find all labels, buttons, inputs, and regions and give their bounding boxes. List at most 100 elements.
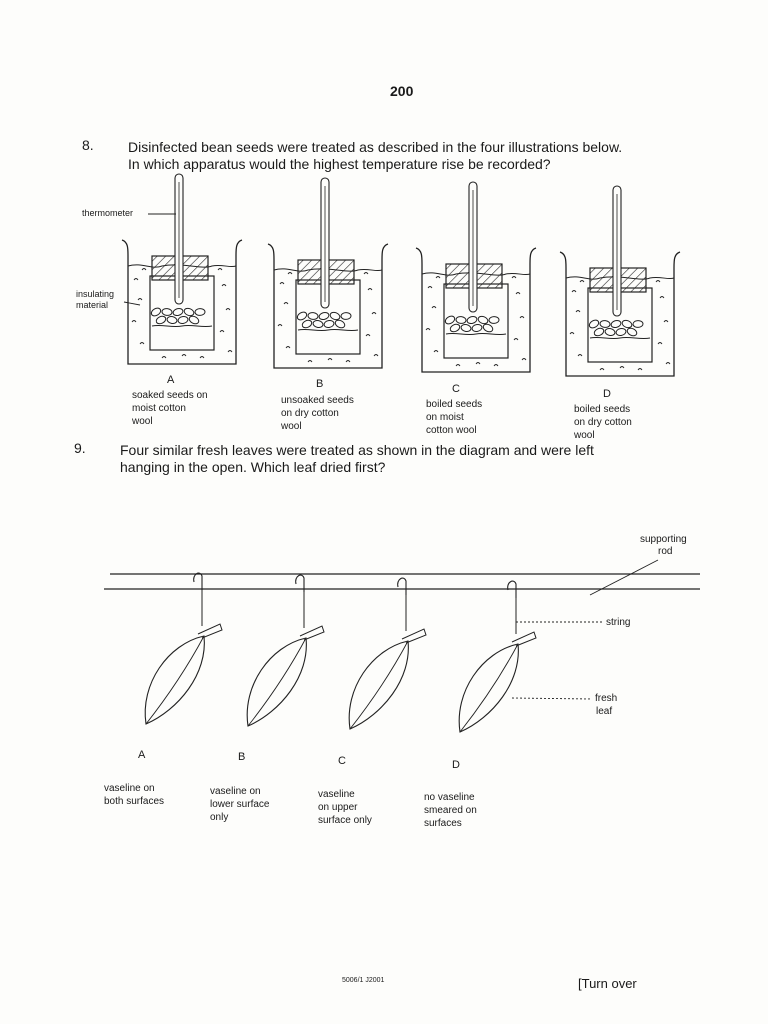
insulation-speck — [432, 307, 436, 309]
q8-option-b-caption: unsoaked seeds on dry cotton wool — [281, 394, 354, 433]
paper-code: 5006/1 J2001 — [342, 977, 384, 984]
page-number: 200 — [390, 83, 413, 99]
insulation-speck — [578, 355, 582, 357]
leaf-midrib — [248, 638, 306, 726]
bean-seed — [482, 323, 494, 333]
q9-option-b-caption: vaseline on lower surface only — [210, 785, 269, 824]
insulation-speck — [436, 277, 440, 279]
leaf-stalk — [512, 632, 536, 646]
caption-line: wool — [132, 415, 208, 428]
caption-line: soaked seeds on — [132, 389, 208, 402]
insulation-speck — [278, 325, 282, 327]
caption-line: cotton wool — [426, 424, 482, 437]
insulation-speck — [308, 361, 312, 363]
bean-seed — [195, 308, 205, 315]
q8-option-a-letter: A — [167, 374, 174, 386]
cotton-wool — [590, 337, 650, 338]
hook — [398, 578, 406, 595]
fresh-leaf-label-line-2: leaf — [596, 706, 612, 718]
q8-option-d-letter: D — [603, 388, 611, 400]
leaf-blade — [459, 644, 518, 732]
q9-option-d-letter: D — [452, 759, 460, 771]
bean-seed — [150, 307, 162, 318]
question-8-line-2: In which apparatus would the highest tem… — [128, 156, 551, 173]
leaf-pointer — [512, 698, 592, 699]
q9-option-a-letter: A — [138, 749, 145, 761]
caption-line: both surfaces — [104, 795, 164, 808]
bean-seed — [600, 320, 611, 328]
bean-seed — [604, 328, 615, 337]
caption-line: wool — [574, 429, 632, 442]
caption-line: on moist — [426, 411, 482, 424]
caption-line: moist cotton — [132, 402, 208, 415]
insulation-speck — [374, 355, 378, 357]
bean-seed — [318, 311, 329, 320]
question-9-number: 9. — [74, 440, 86, 456]
insulation-speck — [132, 321, 136, 323]
insulation-speck — [372, 313, 376, 315]
bean-seed — [477, 315, 489, 325]
caption-line: lower surface — [210, 798, 269, 811]
bean-seed — [460, 324, 471, 333]
bean-seed — [593, 327, 605, 337]
bean-seed — [162, 308, 173, 316]
leaf-midrib — [460, 644, 518, 732]
hook — [194, 573, 202, 590]
hanging-leaf — [459, 581, 536, 732]
bean-seed — [626, 327, 638, 337]
q8-option-b-letter: B — [316, 378, 323, 390]
leaf-blade — [145, 636, 204, 724]
leaf-stalk — [300, 626, 324, 640]
q9-option-c-letter: C — [338, 755, 346, 767]
bean-seed — [615, 328, 626, 337]
insulation-speck — [494, 365, 498, 367]
insulation-speck — [516, 293, 520, 295]
insulation-speck — [520, 317, 524, 319]
insulation-speck — [140, 343, 144, 345]
bean-seed — [466, 315, 477, 324]
caption-line: on dry cotton — [281, 407, 354, 420]
insulation-speck — [664, 321, 668, 323]
caption-line: wool — [281, 420, 354, 433]
q8-option-a-caption: soaked seeds on moist cotton wool — [132, 389, 208, 428]
insulation-speck — [200, 357, 204, 359]
caption-line: unsoaked seeds — [281, 394, 354, 407]
bean-seed — [334, 319, 346, 329]
leaf-midrib — [146, 636, 204, 724]
insulation-speck — [576, 311, 580, 313]
insulation-speck — [620, 367, 624, 369]
thermometer-label: thermometer — [82, 207, 133, 219]
insulation-speck — [666, 363, 670, 365]
insulation-speck — [364, 273, 368, 275]
cotton-wool — [446, 333, 506, 334]
insulation-speck — [434, 351, 438, 353]
bean-seed — [312, 320, 323, 329]
insulation-speck — [570, 333, 574, 335]
bean-seed — [471, 324, 482, 333]
leaf-blade — [247, 638, 306, 726]
insulation-speck — [600, 369, 604, 371]
bean-seed — [489, 316, 499, 323]
bean-seed — [183, 307, 195, 317]
caption-line: smeared on — [424, 804, 477, 817]
vacuum-flask — [416, 182, 536, 372]
question-8-line-1: Disinfected bean seeds were treated as d… — [128, 139, 622, 156]
insulation-speck — [514, 339, 518, 341]
caption-line: on upper — [318, 801, 372, 814]
leaf-stalk — [402, 629, 426, 643]
bean-seed — [188, 315, 200, 325]
insulation-speck — [428, 287, 432, 289]
caption-line: vaseline — [318, 788, 372, 801]
leaf-midrib — [350, 641, 408, 729]
bean-seed — [633, 320, 643, 327]
insulation-speck — [660, 297, 664, 299]
fresh-leaf-label-line-1: fresh — [595, 693, 617, 705]
insulation-speck — [220, 331, 224, 333]
bean-seed — [444, 315, 456, 326]
insulation-speck — [286, 347, 290, 349]
caption-line: surfaces — [424, 817, 477, 830]
bean-seed — [588, 319, 600, 330]
insulation-speck — [580, 281, 584, 283]
insulation-speck — [658, 343, 662, 345]
